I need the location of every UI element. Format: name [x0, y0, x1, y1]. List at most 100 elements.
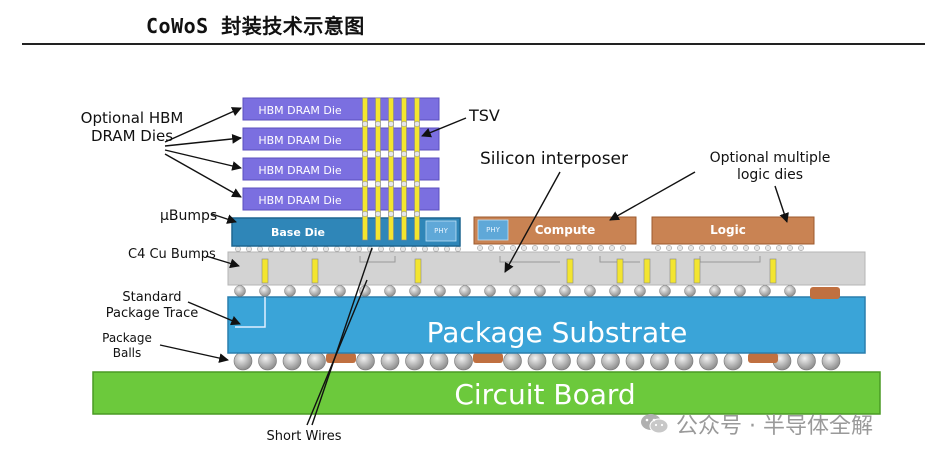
micro-bump: [666, 245, 672, 251]
micro-bump: [411, 246, 417, 252]
package-ball: [429, 351, 449, 371]
package-ball: [650, 351, 669, 371]
circuit-board: [92, 371, 881, 415]
package-pad: [748, 353, 778, 363]
micro-bump: [754, 245, 760, 251]
hbm-tsv: [388, 97, 394, 241]
package-ball: [356, 351, 375, 371]
micro-bump: [334, 246, 340, 252]
c4-bump: [384, 285, 396, 297]
optional-hbm-label-2: DRAM Dies: [91, 127, 173, 145]
micro-bump: [699, 245, 705, 251]
micro-bump: [268, 246, 274, 252]
base-die-phy: [425, 220, 457, 242]
short-wires-label: Short Wires: [266, 429, 341, 444]
c4-bump: [684, 285, 696, 297]
watermark-text: 公众号 · 半导体全解: [676, 414, 873, 439]
interposer-tsv: [769, 258, 777, 284]
hbm-tsv: [414, 97, 420, 241]
c4-bump: [584, 285, 596, 297]
micro-bump: [279, 246, 285, 252]
micro-bump: [400, 246, 406, 252]
watermark: 公众号 · 半导体全解: [640, 408, 873, 440]
pkg-balls-label-1: Package: [102, 331, 152, 345]
c4-bump: [434, 285, 446, 297]
interposer-tsv: [261, 258, 269, 284]
micro-bump: [710, 245, 716, 251]
c4-bump: [559, 285, 571, 297]
package-ball: [405, 351, 424, 371]
base-die-phy-label: PHY: [434, 227, 448, 235]
pkg-balls-label-2: Balls: [113, 346, 142, 360]
package-trace: [235, 297, 266, 328]
ubumps-label: μBumps: [160, 208, 217, 224]
package-ball: [821, 351, 841, 371]
hbm-die-1-label: HBM DRAM Die: [258, 104, 342, 117]
package-ball: [576, 351, 596, 371]
micro-bump: [345, 246, 351, 252]
micro-bump: [677, 245, 683, 251]
hbm-micro-bump: [362, 151, 368, 157]
interposer-tsv: [669, 258, 677, 284]
c4-bump: [709, 285, 721, 297]
hbm-micro-bump: [388, 121, 394, 127]
c4-bump: [759, 285, 771, 297]
micro-bump: [554, 245, 560, 251]
silicon-interposer-label: Silicon interposer: [480, 149, 628, 169]
c4-bumps: [234, 285, 796, 297]
hbm-micro-bump: [362, 181, 368, 187]
micro-bump: [609, 245, 615, 251]
hbm-micro-bump: [401, 211, 407, 217]
hbm-micro-bump: [375, 181, 381, 187]
hbm-micro-bump: [401, 121, 407, 127]
hbm-micro-bump: [401, 181, 407, 187]
micro-bump: [565, 245, 571, 251]
micro-bump: [444, 246, 450, 252]
package-ball: [454, 351, 473, 371]
package-ball: [233, 351, 253, 371]
micro-bump: [521, 245, 527, 251]
c4-bump: [634, 285, 646, 297]
interposer-tsv: [693, 258, 701, 284]
micro-bump: [455, 246, 461, 252]
hbm-die-3-label: HBM DRAM Die: [258, 164, 342, 177]
c4-bump: [309, 285, 321, 297]
package-ball: [601, 351, 620, 371]
std-trace-label-2: Package Trace: [106, 306, 199, 321]
hbm-tsv: [375, 97, 381, 241]
hbm-die-2-label: HBM DRAM Die: [258, 134, 342, 147]
hbm-micro-bump: [414, 181, 420, 187]
package-ball: [527, 351, 547, 371]
micro-bump: [532, 245, 538, 251]
hbm-micro-bump: [375, 211, 381, 217]
silicon-interposer: [227, 251, 866, 286]
interposer-wires: [359, 256, 761, 263]
interposer-tsv: [311, 258, 319, 284]
hbm-micro-bump: [375, 151, 381, 157]
micro-bump: [301, 246, 307, 252]
package-balls: [233, 351, 841, 371]
micro-bump: [499, 245, 505, 251]
hbm-micro-bump: [362, 211, 368, 217]
c4-bump: [284, 285, 296, 297]
micro-bump: [290, 246, 296, 252]
micro-bump: [620, 245, 626, 251]
c4-bump: [609, 285, 621, 297]
micro-bump: [688, 245, 694, 251]
c4-bump: [409, 285, 421, 297]
interposer-tsv: [566, 258, 574, 284]
c4-bump: [334, 285, 346, 297]
micro-bump: [356, 246, 362, 252]
circuit-board-label: Circuit Board: [454, 378, 635, 411]
compute-die-phy: [477, 219, 509, 241]
hbm-tsv: [401, 97, 407, 241]
micro-bump: [312, 246, 318, 252]
hbm-die-4-label: HBM DRAM Die: [258, 194, 342, 207]
micro-bump: [323, 246, 329, 252]
micro-bump: [477, 245, 483, 251]
tsv-label: TSV: [468, 106, 500, 125]
c4-bump: [484, 285, 496, 297]
compute-die-phy-label: PHY: [486, 226, 500, 234]
hbm-tsv: [362, 97, 368, 241]
package-pad: [473, 353, 503, 363]
